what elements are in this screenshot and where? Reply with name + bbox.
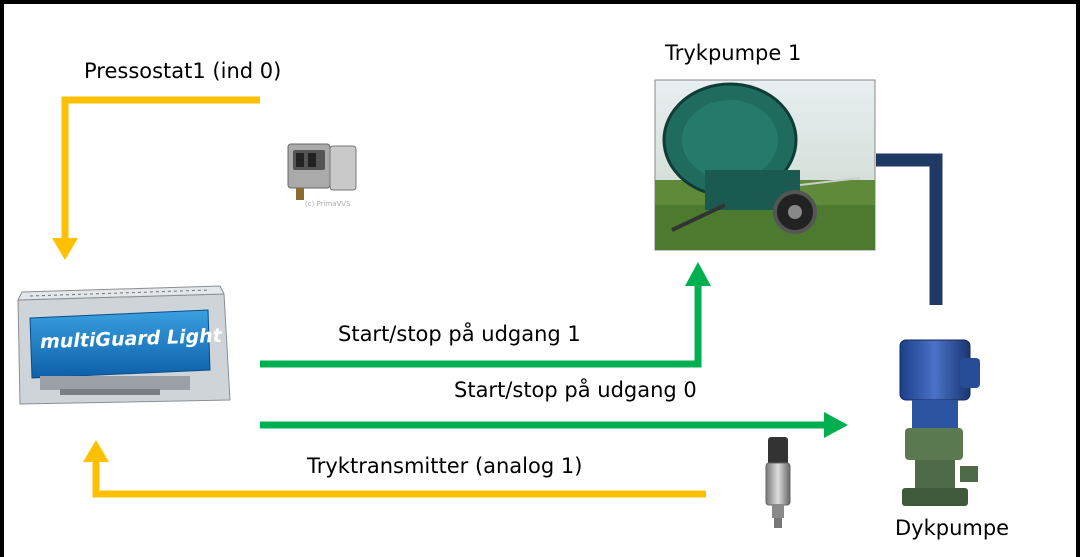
trykpumpe-image bbox=[654, 79, 876, 251]
pressostat-signal-line bbox=[52, 96, 260, 260]
pipe-connection bbox=[876, 153, 943, 305]
tryktransmitter-label: Tryktransmitter (analog 1) bbox=[307, 454, 583, 478]
start-stop-1-line bbox=[260, 262, 711, 368]
svg-text:(c) PrimaVVS: (c) PrimaVVS bbox=[305, 200, 351, 208]
tryktransmitter-device-image bbox=[765, 437, 791, 528]
start-stop-0-line bbox=[260, 412, 848, 438]
multiguard-controller-image bbox=[17, 285, 231, 405]
start-stop-1-label: Start/stop på udgang 1 bbox=[338, 322, 581, 346]
dykpumpe-image bbox=[899, 339, 980, 506]
trykpumpe-label: Trykpumpe 1 bbox=[665, 41, 802, 65]
pressostat-label: Pressostat1 (ind 0) bbox=[84, 59, 282, 83]
start-stop-0-label: Start/stop på udgang 0 bbox=[454, 378, 697, 402]
tryktransmitter-signal-line bbox=[83, 440, 706, 498]
dykpumpe-label: Dykpumpe bbox=[895, 516, 1010, 540]
pressostat-device-image: (c) PrimaVVS bbox=[287, 143, 357, 208]
